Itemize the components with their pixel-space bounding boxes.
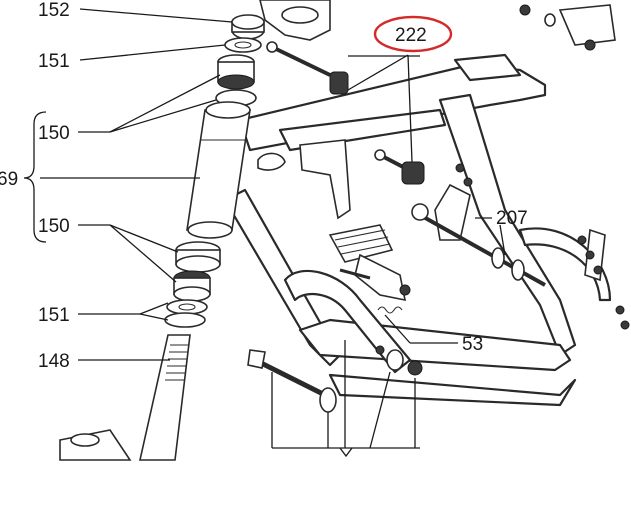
callout-151-top: 151 [38,51,70,72]
callout-labels: 152 151 150 69 150 151 148 222 207 53 [0,0,528,372]
callout-53: 53 [462,334,483,355]
callout-150-bottom: 150 [38,216,70,237]
steering-stem-assembly [59,0,331,461]
callout-69: 69 [0,169,18,190]
callout-148: 148 [38,351,70,372]
group-braces [23,111,47,243]
hardware [247,4,616,413]
callout-222: 222 [395,25,427,46]
highlight-ellipse [373,15,453,53]
leader-lines [40,8,506,458]
callout-152: 152 [38,0,70,21]
callout-151-bottom: 151 [38,305,70,326]
callout-207: 207 [496,208,528,229]
frame-assembly [223,53,630,407]
callout-150-top: 150 [38,123,70,144]
